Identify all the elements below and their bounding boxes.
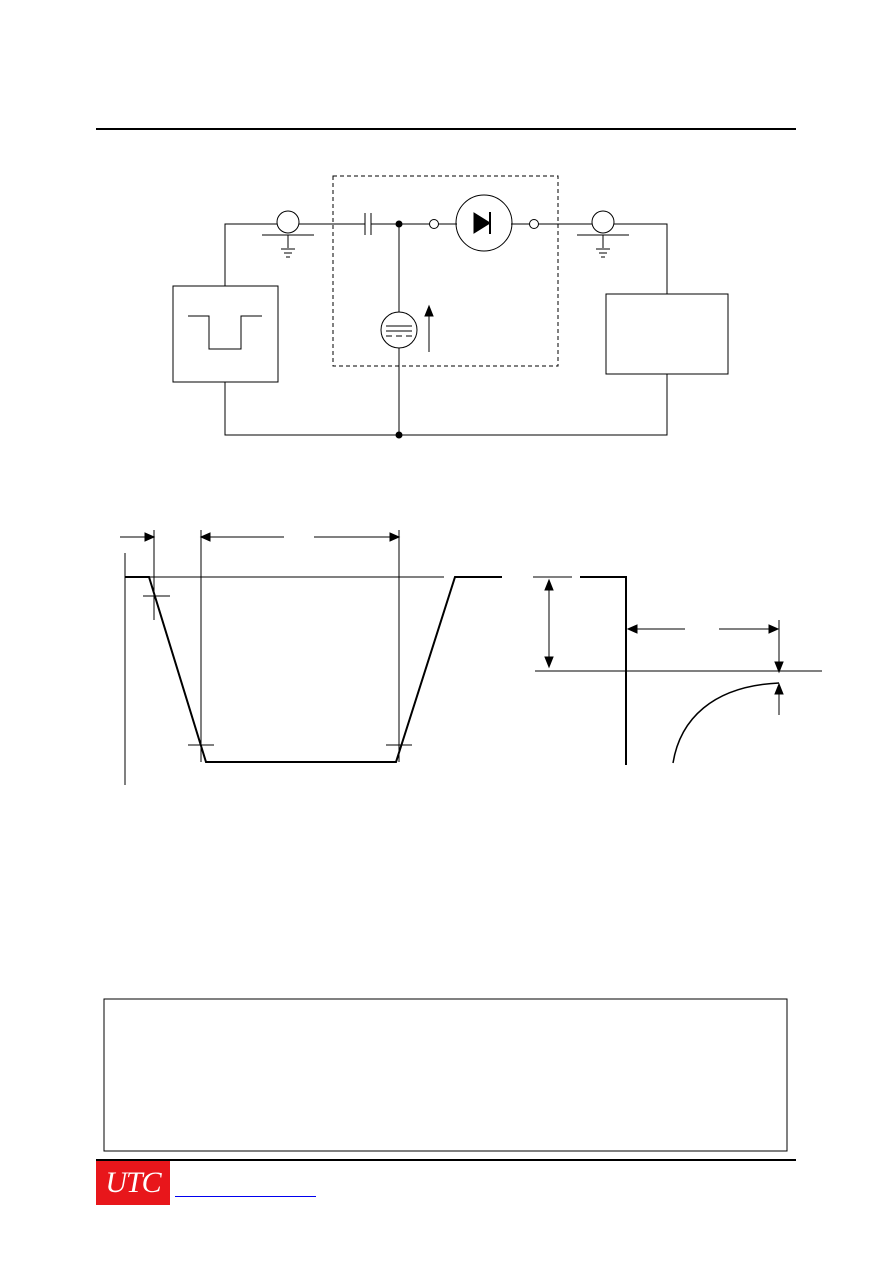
junction-top: [395, 220, 403, 228]
wire-left-top: [224, 223, 277, 286]
utc-logo: UTC: [96, 1161, 170, 1205]
recovery-step-trace: [580, 576, 627, 765]
test-circuit: [172, 175, 729, 439]
notes-box: [103, 998, 788, 1152]
input-waveform: [120, 530, 502, 785]
junction-bottom: [395, 431, 403, 439]
recovery-waveform: [533, 576, 822, 765]
probe-right-icon: [591, 210, 615, 234]
recovery-curve: [672, 682, 780, 764]
ground-right-icon: [596, 248, 610, 258]
terminal-left: [429, 219, 439, 229]
wire-bottom: [224, 374, 668, 436]
utc-logo-text: UTC: [105, 1166, 161, 1199]
pulse-trace: [125, 576, 502, 763]
current-source-icon: [380, 311, 418, 349]
dut-enclosure: [332, 175, 559, 367]
website-link[interactable]: [175, 1182, 316, 1197]
ground-left-icon: [281, 248, 295, 258]
diode-icon: [455, 194, 513, 252]
wire-right-top: [614, 223, 668, 294]
oscilloscope-box: [605, 293, 729, 375]
terminal-right: [529, 219, 539, 229]
pulse-generator-box: [172, 285, 279, 383]
diode-triangle: [473, 212, 491, 234]
pulse-waveform-symbol: [188, 315, 262, 350]
probe-left-icon: [276, 210, 300, 234]
